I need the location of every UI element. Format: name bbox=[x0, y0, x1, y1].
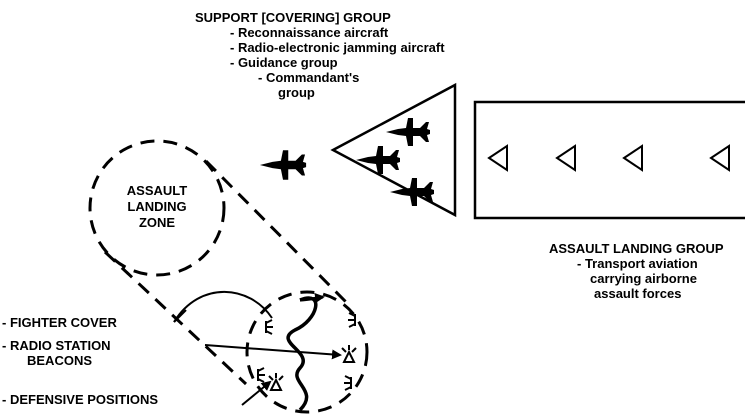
lead-fighter-jet-icon bbox=[259, 150, 307, 180]
radio-beacon-leader bbox=[204, 344, 342, 360]
support-item: - Radio-electronic jamming aircraft bbox=[230, 40, 445, 55]
landing-group-line: - Transport aviation bbox=[577, 256, 698, 271]
support-fighter-jet-icon bbox=[386, 118, 430, 146]
defensive-position-icon bbox=[265, 319, 273, 335]
legend-radio-station: - RADIO STATION bbox=[2, 338, 111, 353]
support-item: - Guidance group bbox=[230, 55, 338, 70]
fighter-cover-leader bbox=[173, 309, 187, 323]
transport-aircraft-icon bbox=[622, 144, 643, 172]
support-group-title: SUPPORT [COVERING] GROUP bbox=[195, 10, 391, 25]
landing-group-box bbox=[473, 100, 745, 220]
landing-group-line: carrying airborne bbox=[590, 271, 697, 286]
assault-zone-circle bbox=[88, 139, 226, 277]
defensive-position-icon bbox=[348, 312, 356, 328]
flight-path-arrow bbox=[299, 293, 325, 303]
landing-group-line: assault forces bbox=[594, 286, 682, 301]
assault-zone-label: ASSAULT bbox=[126, 183, 188, 198]
transport-aircraft-icon bbox=[555, 144, 576, 172]
zone-detail-circle bbox=[245, 290, 369, 414]
legend-defensive-positions: - DEFENSIVE POSITIONS bbox=[2, 392, 159, 407]
zoom-line bbox=[204, 159, 350, 306]
landing-group-title: ASSAULT LANDING GROUP bbox=[549, 241, 724, 256]
support-group-triangle bbox=[330, 82, 457, 218]
support-fighter-jet-icon bbox=[356, 146, 400, 174]
assault-zone-label: ZONE bbox=[138, 215, 176, 230]
assault-zone-label: LANDING bbox=[127, 199, 187, 214]
flight-path bbox=[286, 296, 318, 412]
support-subitem: group bbox=[278, 85, 315, 100]
radio-beacon-icon bbox=[341, 345, 357, 363]
defensive-leader bbox=[241, 380, 272, 406]
support-fighter-jet-icon bbox=[390, 178, 434, 206]
radio-beacon-icon bbox=[268, 373, 284, 391]
support-subitem: - Commandant's bbox=[258, 70, 360, 85]
transport-aircraft-icon bbox=[487, 144, 508, 172]
defensive-position-icon bbox=[257, 367, 265, 383]
support-item: - Reconnaissance aircraft bbox=[230, 25, 389, 40]
defensive-position-icon bbox=[344, 375, 352, 391]
transport-aircraft-icon bbox=[709, 144, 730, 172]
legend-fighter-cover: - FIGHTER COVER bbox=[2, 315, 117, 330]
fighter-cover-leader bbox=[173, 290, 273, 323]
legend-radio-beacons: BEACONS bbox=[27, 353, 93, 368]
